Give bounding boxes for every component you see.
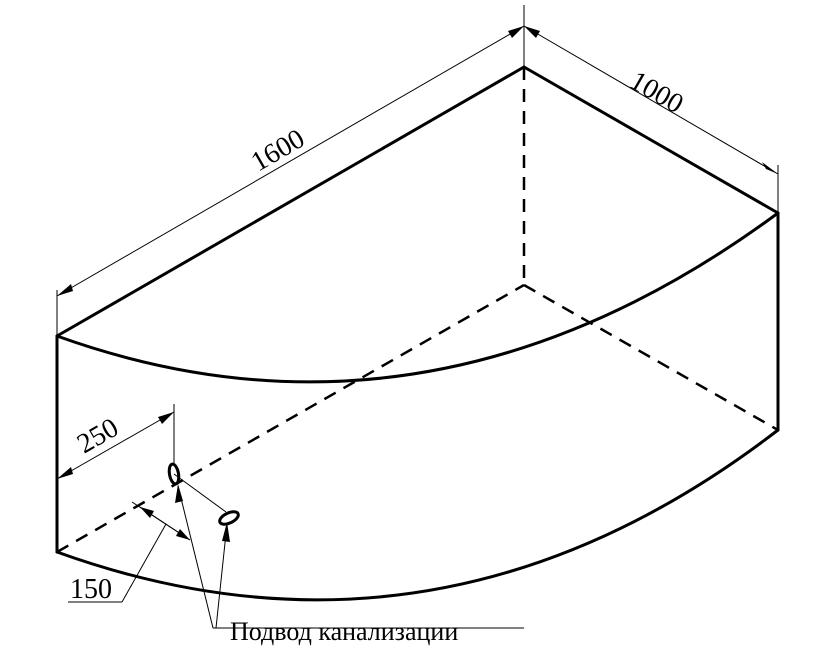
dimension-line-width (523, 25, 779, 175)
top-long-edge (55, 65, 526, 338)
dimension-drain-height: 250 (56, 404, 175, 480)
dimension-line-drain-height (56, 411, 175, 480)
hidden-bottom-long-edge (56, 283, 525, 554)
arrowhead (57, 284, 73, 296)
dimension-label-width: 1000 (625, 65, 689, 120)
top-short-edge (522, 65, 780, 215)
hidden-edges (56, 67, 779, 554)
arrowhead (524, 26, 540, 38)
extension-line-drain-spacing-1 (173, 473, 227, 513)
dimension-label-length: 1600 (246, 123, 310, 178)
leader-line-drain-spacing (121, 523, 167, 603)
hidden-bottom-short-edge (523, 283, 779, 432)
dimension-label-drain-height: 250 (72, 412, 124, 460)
callout-sewer-connection: Подвод канализации (175, 484, 524, 646)
arrowhead (57, 467, 73, 479)
arrowhead (176, 529, 190, 540)
leader-line-upper-drain (177, 485, 214, 629)
arrowhead (158, 412, 174, 424)
visible-edges (55, 65, 780, 602)
dimension-length: 1600 (56, 5, 525, 336)
top-front-arc (55, 211, 780, 384)
arrowhead (175, 484, 183, 503)
arrowhead (140, 507, 154, 518)
dimension-width: 1000 (523, 25, 779, 213)
drain-outlet-lower (218, 510, 240, 526)
dimension-drain-spacing: 150 (68, 473, 227, 605)
drain-outlets (167, 462, 240, 526)
arrowhead (762, 162, 778, 174)
bottom-front-arc (55, 428, 780, 602)
dimension-label-drain-spacing: 150 (70, 574, 112, 605)
arrowhead (222, 522, 230, 542)
dimension-line-length (56, 25, 525, 297)
arrowhead (508, 26, 524, 38)
callout-label: Подвод канализации (230, 617, 458, 646)
